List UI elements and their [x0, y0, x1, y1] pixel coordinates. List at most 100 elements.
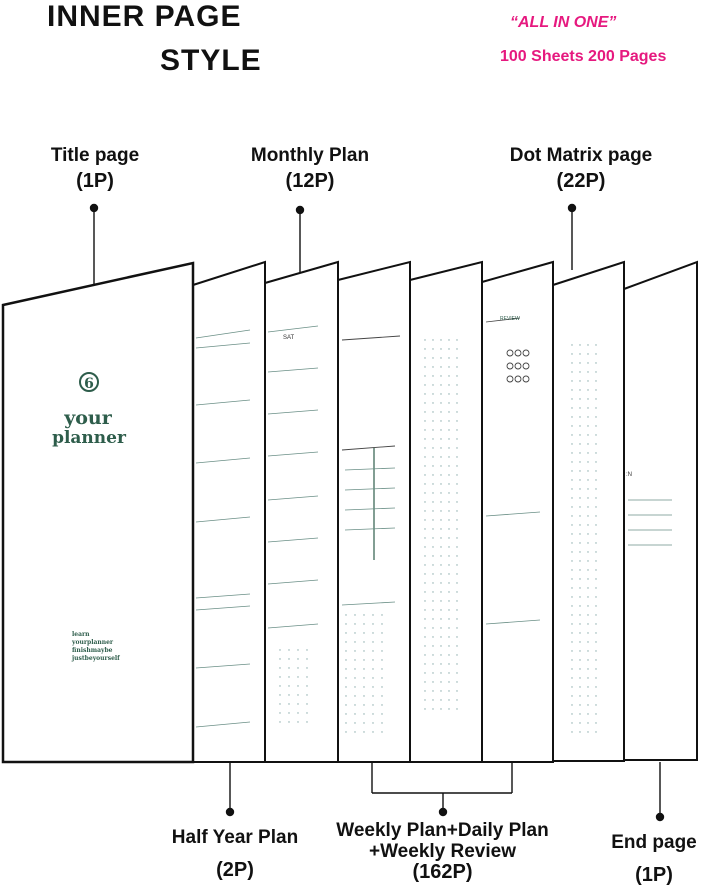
grid-dot — [456, 609, 458, 611]
grid-dot — [279, 649, 281, 651]
grid-dot — [363, 686, 365, 688]
grid-dot — [297, 676, 299, 678]
grid-dot — [432, 699, 434, 701]
grid-dot — [448, 672, 450, 674]
grid-dot — [595, 659, 597, 661]
grid-dot — [571, 686, 573, 688]
grid-dot — [432, 627, 434, 629]
grid-dot — [579, 470, 581, 472]
grid-dot — [354, 632, 356, 634]
grid-dot — [595, 533, 597, 535]
weekly-line-2: +Weekly Review — [369, 841, 516, 862]
cover-title-line-2: planner — [52, 428, 127, 448]
grid-dot — [432, 636, 434, 638]
grid-dot — [579, 479, 581, 481]
grid-dot — [571, 452, 573, 454]
grid-dot — [587, 713, 589, 715]
half-year-label: Half Year Plan (2P) — [160, 827, 310, 882]
grid-dot — [440, 591, 442, 593]
grid-dot — [448, 438, 450, 440]
grid-dot — [456, 546, 458, 548]
grid-dot — [579, 443, 581, 445]
grid-dot — [456, 699, 458, 701]
grid-dot — [456, 384, 458, 386]
all-in-one-tagline: “ALL IN ONE” — [510, 14, 617, 31]
grid-dot — [297, 658, 299, 660]
grid-dot — [448, 636, 450, 638]
grid-dot — [587, 659, 589, 661]
grid-dot — [424, 573, 426, 575]
grid-dot — [381, 614, 383, 616]
grid-dot — [587, 614, 589, 616]
grid-dot — [587, 578, 589, 580]
grid-dot — [279, 667, 281, 669]
grid-dot — [579, 353, 581, 355]
grid-dot — [440, 483, 442, 485]
grid-dot — [456, 492, 458, 494]
connector-dot — [655, 812, 665, 822]
grid-dot — [432, 474, 434, 476]
grid-dot — [440, 573, 442, 575]
grid-dot — [424, 384, 426, 386]
grid-dot — [440, 492, 442, 494]
grid-dot — [432, 348, 434, 350]
grid-dot — [440, 501, 442, 503]
grid-dot — [448, 402, 450, 404]
heading-line-1: INNER PAGE — [47, 0, 242, 33]
grid-dot — [587, 452, 589, 454]
grid-dot — [587, 515, 589, 517]
grid-dot — [579, 389, 581, 391]
grid-dot — [595, 506, 597, 508]
grid-dot — [354, 686, 356, 688]
dot-grid — [279, 649, 308, 723]
grid-dot — [595, 461, 597, 463]
grid-dot — [345, 632, 347, 634]
grid-dot — [571, 362, 573, 364]
grid-dot — [571, 614, 573, 616]
grid-dot — [424, 528, 426, 530]
title-page-sheet: 6 your planner learn yourplanner finishm… — [1, 261, 195, 764]
grid-dot — [456, 357, 458, 359]
grid-dot — [571, 443, 573, 445]
grid-dot — [579, 659, 581, 661]
grid-dot — [448, 357, 450, 359]
title-page-label: Title page (1P) — [40, 145, 150, 193]
grid-dot — [579, 371, 581, 373]
grid-dot — [440, 582, 442, 584]
grid-dot — [571, 416, 573, 418]
grid-dot — [587, 587, 589, 589]
grid-dot — [424, 456, 426, 458]
grid-dot — [448, 582, 450, 584]
grid-dot — [381, 623, 383, 625]
grid-dot — [424, 663, 426, 665]
grid-dot — [595, 596, 597, 598]
monthly-sheet: SAT — [264, 260, 339, 763]
grid-dot — [424, 627, 426, 629]
monthly-plan-count: (12P) — [285, 170, 335, 192]
grid-dot — [587, 371, 589, 373]
grid-dot — [372, 659, 374, 661]
grid-dot — [587, 443, 589, 445]
grid-dot — [595, 704, 597, 706]
grid-dot — [595, 443, 597, 445]
grid-dot — [306, 667, 308, 669]
grid-dot — [448, 465, 450, 467]
grid-dot — [456, 708, 458, 710]
grid-dot — [571, 425, 573, 427]
grid-dot — [381, 704, 383, 706]
grid-dot — [571, 470, 573, 472]
grid-dot — [440, 654, 442, 656]
grid-dot — [571, 722, 573, 724]
grid-dot — [424, 564, 426, 566]
grid-dot — [424, 501, 426, 503]
grid-dot — [424, 555, 426, 557]
grid-dot — [288, 703, 290, 705]
connector-dot — [225, 807, 235, 817]
grid-dot — [424, 699, 426, 701]
grid-dot — [571, 704, 573, 706]
dot-matrix-name: Dot Matrix page — [509, 145, 653, 166]
grid-dot — [381, 641, 383, 643]
connector-lines — [89, 203, 665, 822]
grid-dot — [587, 704, 589, 706]
grid-dot — [440, 510, 442, 512]
